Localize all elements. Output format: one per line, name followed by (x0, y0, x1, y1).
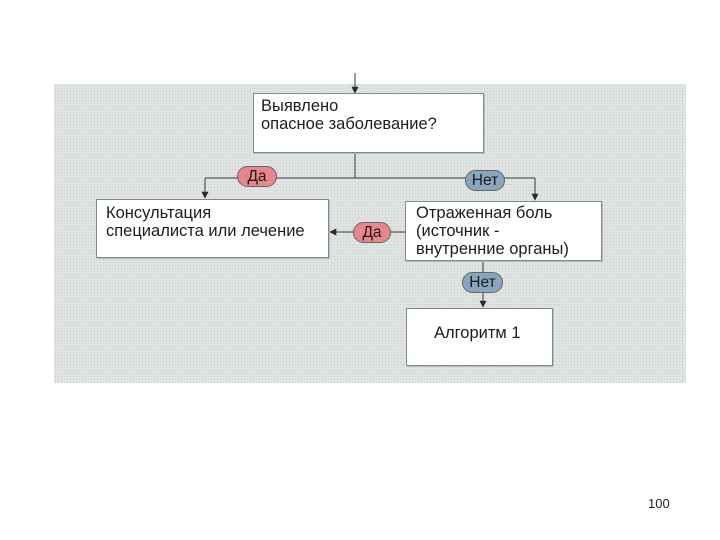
consult-line-1: Консультация (106, 204, 212, 222)
pain-line-3: внутренние органы) (416, 240, 569, 258)
pain-line-1: Отраженная боль (416, 204, 553, 222)
yes-label-2: Да (353, 222, 391, 243)
question-box: Выявлено опасное заболевание? (253, 93, 484, 153)
page-number: 100 (648, 496, 670, 511)
consult-box: Консультация специалиста или лечение (96, 199, 329, 258)
algorithm-box: Алгоритм 1 (406, 308, 553, 366)
pain-line-2: (источник - (416, 222, 500, 240)
yes-label-1: Да (237, 166, 277, 187)
no-label-1: Нет (465, 170, 505, 191)
algorithm-label: Алгоритм 1 (434, 324, 521, 342)
consult-line-2: специалиста или лечение (106, 222, 305, 240)
referred-pain-box: Отраженная боль (источник - внутренние о… (405, 201, 602, 261)
no-label-2: Нет (462, 272, 503, 293)
question-line-1: Выявлено (261, 97, 339, 115)
question-line-2: опасное заболевание? (261, 115, 437, 133)
